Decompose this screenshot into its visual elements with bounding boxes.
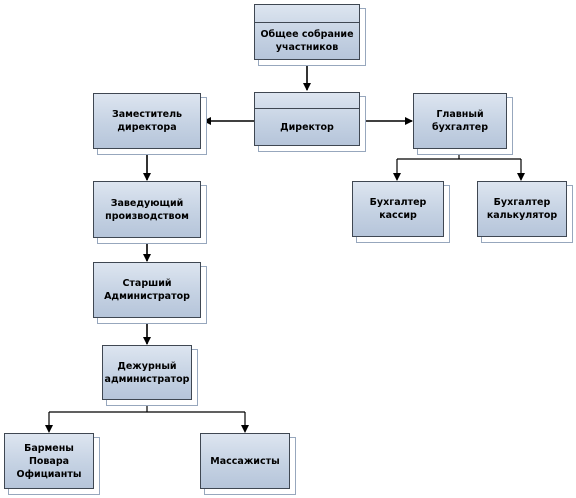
node-assembly-band	[255, 5, 359, 23]
node-assembly[interactable]: Общее собрание участников	[254, 4, 360, 60]
node-senior-admin[interactable]: Старший Администратор	[93, 262, 201, 318]
node-director[interactable]: Директор	[254, 92, 360, 146]
node-deputy[interactable]: Заместитель директора	[93, 93, 201, 149]
node-duty-admin[interactable]: Дежурный администратор	[102, 345, 192, 400]
node-masseurs[interactable]: Массажисты	[200, 433, 290, 489]
node-chief-accountant[interactable]: Главный бухгалтер	[413, 93, 507, 149]
node-accountant-cashier[interactable]: Бухгалтер кассир	[352, 181, 444, 237]
node-production-head[interactable]: Заведующий производством	[93, 181, 201, 238]
node-director-label: Директор	[280, 121, 334, 133]
node-assembly-label: Общее собрание участников	[260, 29, 354, 53]
node-director-band	[255, 93, 359, 109]
node-staff[interactable]: Бармены Повара Официанты	[4, 433, 94, 489]
node-accountant-calculator[interactable]: Бухгалтер калькулятор	[477, 181, 567, 237]
